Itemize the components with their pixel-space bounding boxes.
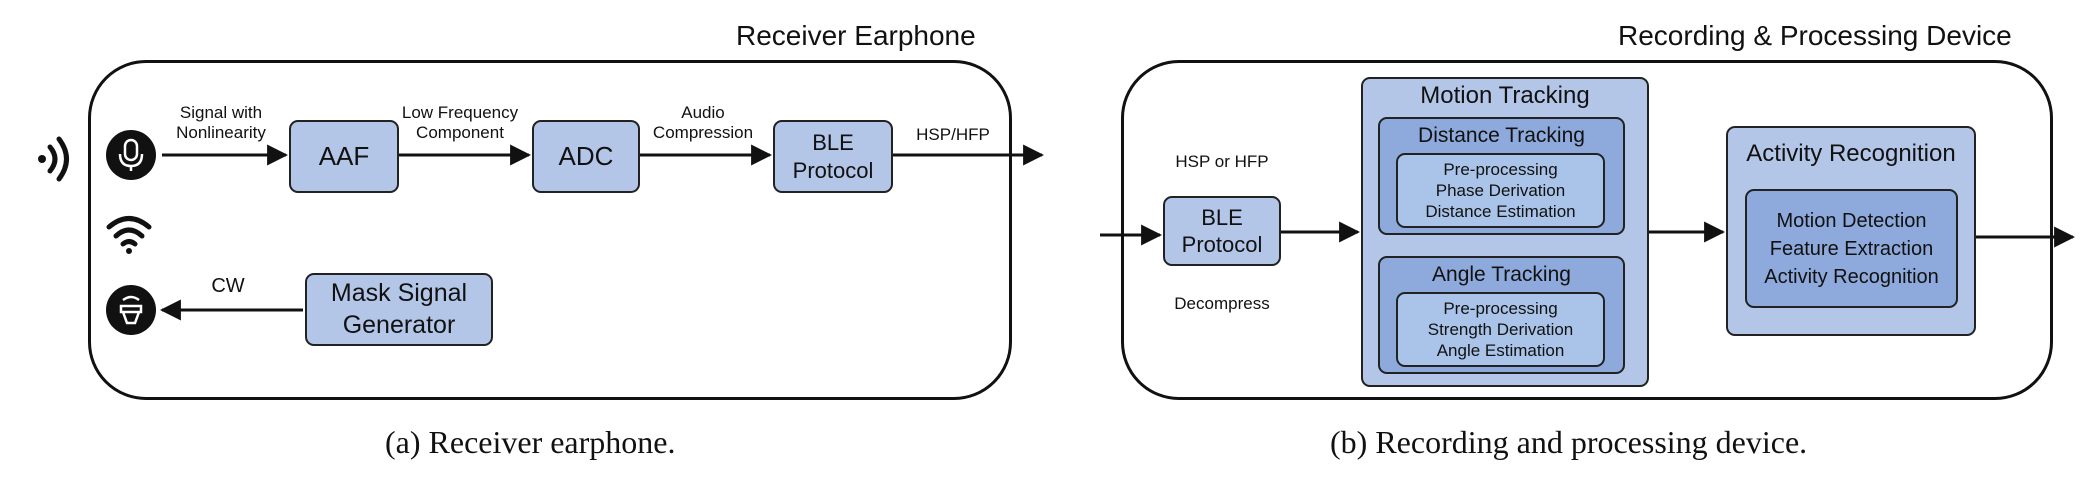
mask-signal-generator-label: Mask Signal Generator [330, 279, 468, 339]
hsp-hfp-label: HSP/HFP [916, 125, 990, 144]
panel-a-title: Receiver Earphone [736, 20, 976, 51]
angle-steps-text: Pre-processing Strength Derivation Angle… [1427, 298, 1574, 361]
distance-steps-text: Pre-processing Phase Derivation Distance… [1425, 159, 1576, 222]
ble-protocol-block: BLE Protocol [773, 120, 893, 193]
low-frequency-component-label: Low Frequency Component [401, 103, 519, 143]
audio-compression-label: Audio Compression [652, 103, 754, 143]
ble-protocol-receiver-block: BLE Protocol [1163, 196, 1281, 266]
decompress-label: Decompress [1174, 294, 1270, 313]
hsp-or-hfp-label: HSP or HFP [1175, 152, 1269, 171]
sound-wave-icon [38, 136, 69, 182]
receiver-earphone-panel [88, 60, 1012, 400]
panel-b-caption: (b) Recording and processing device. [1330, 424, 1808, 460]
aaf-label: AAF [318, 141, 370, 171]
activity-recognition-title: Activity Recognition [1746, 140, 1956, 167]
wifi-icon [106, 216, 152, 254]
adc-block: ADC [532, 120, 640, 193]
angle-steps-block: Pre-processing Strength Derivation Angle… [1396, 292, 1605, 367]
distance-tracking-title: Distance Tracking [1418, 124, 1585, 147]
activity-steps-block: Motion Detection Feature Extraction Acti… [1745, 189, 1958, 308]
aaf-block: AAF [289, 120, 399, 193]
panel-a-caption: (a) Receiver earphone. [385, 424, 676, 460]
speaker-icon [106, 285, 156, 335]
cw-label: CW [211, 275, 245, 297]
angle-tracking-title: Angle Tracking [1432, 263, 1571, 286]
mask-signal-generator-block: Mask Signal Generator [305, 273, 493, 346]
ble-protocol-receiver-label: BLE Protocol [1181, 204, 1263, 258]
ble-protocol-label: BLE Protocol [792, 130, 874, 183]
panel-b-title: Recording & Processing Device [1618, 20, 2012, 51]
microphone-icon [106, 130, 156, 180]
adc-label: ADC [558, 141, 614, 171]
distance-steps-block: Pre-processing Phase Derivation Distance… [1396, 153, 1605, 228]
signal-with-nonlinearity-label: Signal with Nonlinearity [176, 103, 266, 143]
motion-tracking-title: Motion Tracking [1420, 82, 1590, 109]
activity-steps-text: Motion Detection Feature Extraction Acti… [1764, 209, 1939, 288]
